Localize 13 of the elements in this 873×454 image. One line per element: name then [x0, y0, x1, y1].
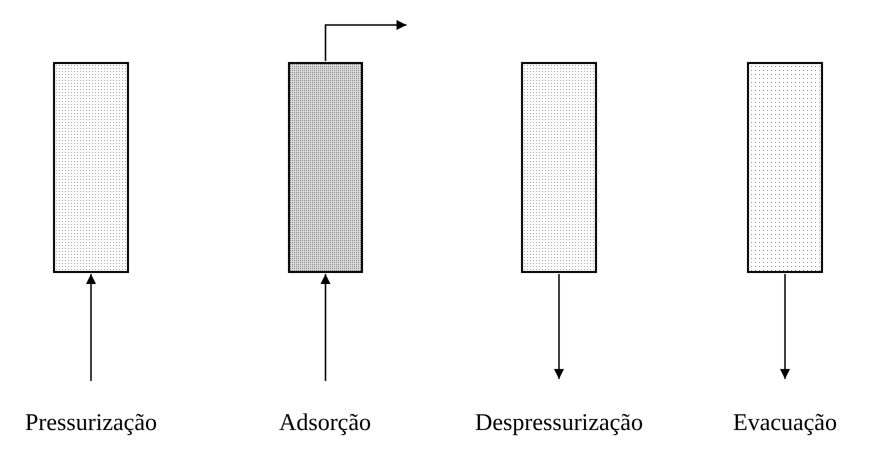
- step-label: Despressurização: [475, 410, 643, 437]
- column-box: [288, 62, 363, 273]
- arrow: [780, 274, 790, 379]
- column-box: [521, 62, 597, 273]
- column-box: [747, 62, 823, 273]
- arrow: [554, 274, 564, 379]
- column-box: [53, 62, 129, 273]
- step-label: Evacuação: [733, 410, 837, 437]
- step-label: Adsorção: [279, 410, 371, 437]
- arrow: [320, 274, 330, 381]
- arrow: [86, 274, 96, 381]
- arrow: [324, 20, 406, 61]
- step-label: Pressurização: [25, 410, 157, 437]
